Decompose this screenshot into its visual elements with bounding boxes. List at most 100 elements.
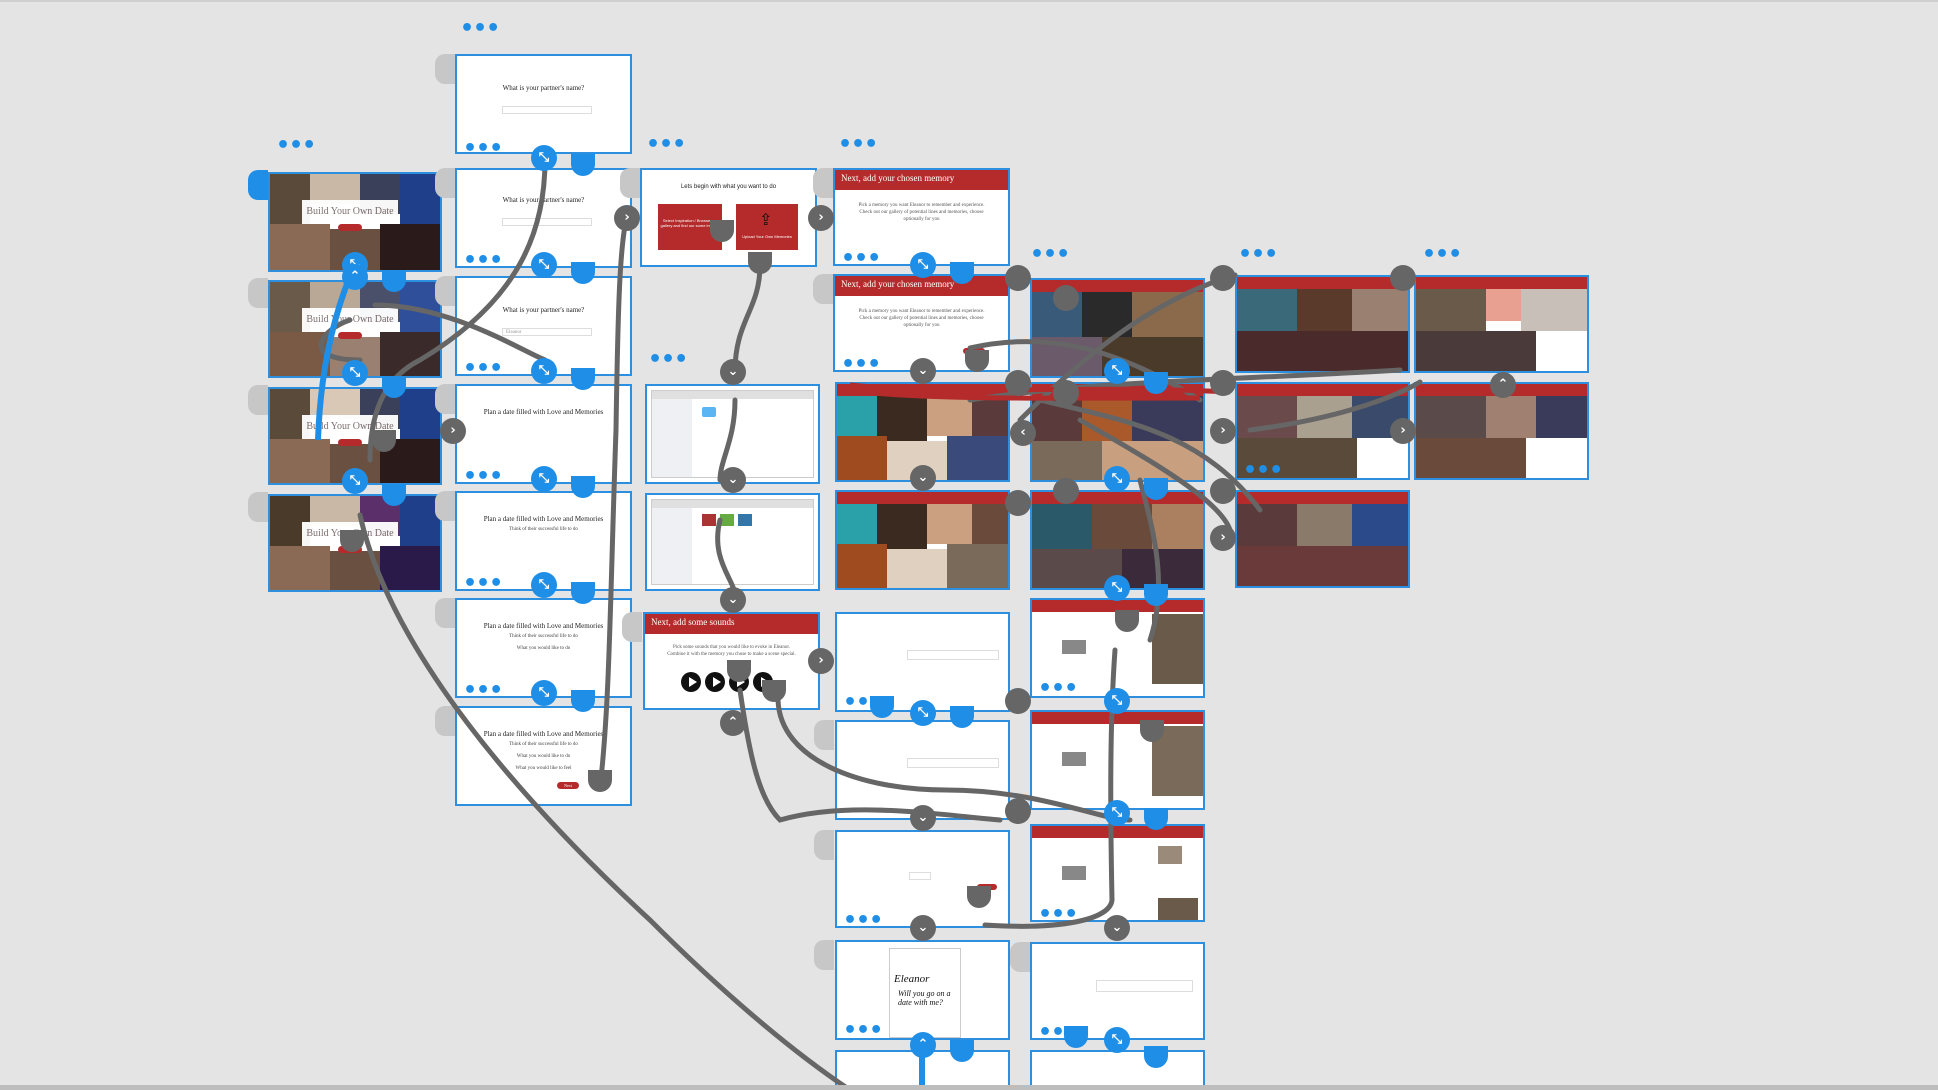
link-handle-icon[interactable] — [571, 690, 595, 712]
artboard-tab-text-4[interactable] — [1010, 942, 1030, 972]
play-icon[interactable] — [705, 672, 725, 692]
link-handle-icon[interactable] — [1144, 808, 1168, 830]
link-handle-icon[interactable] — [588, 770, 612, 792]
artboard-plan-3[interactable]: Plan a date filled with Love and Memorie… — [455, 598, 632, 698]
link-handle-icon[interactable] — [950, 262, 974, 284]
link-handle-icon[interactable] — [950, 1040, 974, 1062]
link-handle-icon[interactable] — [372, 430, 396, 452]
link-handle-icon[interactable] — [571, 476, 595, 498]
chevron-down-icon[interactable]: ⌄ — [910, 915, 936, 941]
link-handle-icon[interactable] — [1005, 265, 1031, 291]
artboard-gallery-9[interactable] — [1235, 275, 1410, 373]
artboard-tab-begin[interactable] — [620, 168, 640, 198]
link-handle-icon[interactable] — [1144, 372, 1168, 394]
link-handle-icon[interactable] — [1210, 265, 1236, 291]
artboard-gallery-2[interactable] — [835, 490, 1010, 590]
artboard-tab-plan-3[interactable] — [435, 598, 455, 628]
link-handle-icon[interactable] — [571, 582, 595, 604]
chevron-up-icon[interactable]: ⌃ — [1490, 372, 1516, 398]
artboard-gallery-12[interactable] — [1414, 275, 1589, 373]
text-field[interactable] — [1096, 980, 1193, 992]
link-handle-icon[interactable] — [1144, 478, 1168, 500]
chevron-right-icon[interactable]: › — [614, 205, 640, 231]
link-handle-icon[interactable] — [762, 680, 786, 702]
chevron-down-icon[interactable]: ⌄ — [1104, 915, 1130, 941]
link-handle-icon[interactable] — [1390, 265, 1416, 291]
play-icon[interactable] — [681, 672, 701, 692]
artboard-tab-plan-1[interactable] — [435, 384, 455, 414]
partner-name-input[interactable]: Eleanor — [502, 328, 592, 336]
link-handle-icon[interactable] — [571, 154, 595, 176]
text-field[interactable] — [907, 650, 999, 660]
artboard-tab-invite[interactable] — [814, 940, 834, 970]
chevron-right-icon[interactable]: › — [1210, 418, 1236, 444]
partner-name-input[interactable] — [502, 218, 592, 226]
link-handle-icon[interactable]: ⤡ — [342, 360, 368, 386]
link-handle-icon[interactable] — [1053, 478, 1079, 504]
artboard-tab-plan-4[interactable] — [435, 706, 455, 736]
chevron-up-icon[interactable]: ⌃ — [910, 1032, 936, 1058]
link-handle-icon[interactable] — [382, 484, 406, 506]
link-handle-icon[interactable]: ⤡ — [1104, 575, 1130, 601]
link-handle-icon[interactable] — [1144, 1046, 1168, 1068]
artboard-tab-text-3[interactable] — [814, 830, 834, 860]
chevron-right-icon[interactable]: › — [808, 648, 834, 674]
link-handle-icon[interactable]: ⤡ — [1104, 466, 1130, 492]
artboard-begin[interactable]: Lets begin with what you want to do Sele… — [640, 168, 817, 267]
link-handle-icon[interactable]: ⤡ — [342, 468, 368, 494]
artboard-tab-build-2[interactable] — [248, 278, 268, 308]
link-handle-icon[interactable] — [571, 262, 595, 284]
link-handle-icon[interactable]: ⤡ — [531, 145, 557, 171]
link-handle-icon[interactable]: ⤡ — [910, 700, 936, 726]
artboard-plan-2[interactable]: Plan a date filled with Love and Memorie… — [455, 491, 632, 591]
start-button[interactable] — [338, 439, 362, 446]
upload-memories-card[interactable]: Upload Your Own Memories — [736, 204, 798, 250]
link-handle-icon[interactable]: ⤡ — [531, 358, 557, 384]
artboard-gallery-7[interactable] — [1030, 710, 1205, 810]
artboard-tab-q3[interactable] — [435, 276, 455, 306]
link-handle-icon[interactable] — [571, 368, 595, 390]
artboard-tab-build-4[interactable] — [248, 492, 268, 522]
link-handle-icon[interactable] — [382, 376, 406, 398]
artboard-gallery-11[interactable] — [1235, 490, 1410, 588]
link-handle-icon[interactable] — [710, 220, 734, 242]
chevron-left-icon[interactable]: ‹ — [1010, 420, 1036, 446]
artboard-tab-plan-2[interactable] — [435, 491, 455, 521]
link-handle-icon[interactable]: ⤡ — [1104, 688, 1130, 714]
link-handle-icon[interactable] — [1064, 1026, 1088, 1048]
link-handle-icon[interactable]: ⤡ — [531, 572, 557, 598]
link-handle-icon[interactable] — [1210, 370, 1236, 396]
artboard-tab-text-2[interactable] — [814, 720, 834, 750]
artboard-build-date-4[interactable]: Build Your Own Date — [268, 494, 442, 592]
chevron-up-icon[interactable]: ⌃ — [720, 710, 746, 736]
link-handle-icon[interactable]: ⤡ — [1104, 1027, 1130, 1053]
link-handle-icon[interactable] — [1210, 478, 1236, 504]
link-handle-icon[interactable]: ⤡ — [531, 466, 557, 492]
chevron-right-icon[interactable]: › — [808, 205, 834, 231]
link-handle-icon[interactable] — [1053, 380, 1079, 406]
link-handle-icon[interactable]: ⤡ — [1104, 358, 1130, 384]
artboard-gallery-13[interactable] — [1414, 382, 1589, 480]
chevron-down-icon[interactable]: ⌄ — [720, 587, 746, 613]
link-handle-icon[interactable] — [1005, 688, 1031, 714]
artboard-tab-memory-1[interactable] — [813, 168, 833, 198]
chevron-right-icon[interactable]: › — [1210, 525, 1236, 551]
artboard-partner-name-1[interactable]: What is your partner's name? ••• — [455, 54, 632, 154]
link-handle-icon[interactable] — [870, 696, 894, 718]
start-button[interactable] — [338, 332, 362, 339]
chevron-down-icon[interactable]: ⌄ — [910, 805, 936, 831]
link-handle-icon[interactable] — [727, 660, 751, 682]
artboard-tab-build-3[interactable] — [248, 385, 268, 415]
link-handle-icon[interactable] — [967, 886, 991, 908]
chevron-right-icon[interactable]: › — [1390, 418, 1416, 444]
artboard-gallery-1[interactable] — [835, 382, 1010, 482]
link-handle-icon[interactable]: ⤡ — [1104, 800, 1130, 826]
artboard-tab-build-1[interactable] — [248, 170, 268, 200]
link-handle-icon[interactable] — [965, 350, 989, 372]
chevron-right-icon[interactable]: › — [440, 418, 466, 444]
partner-name-input[interactable] — [502, 106, 592, 114]
text-field[interactable] — [907, 758, 999, 768]
link-handle-icon[interactable]: ⤡ — [910, 252, 936, 278]
artboard-tab-memory-2[interactable] — [813, 274, 833, 304]
